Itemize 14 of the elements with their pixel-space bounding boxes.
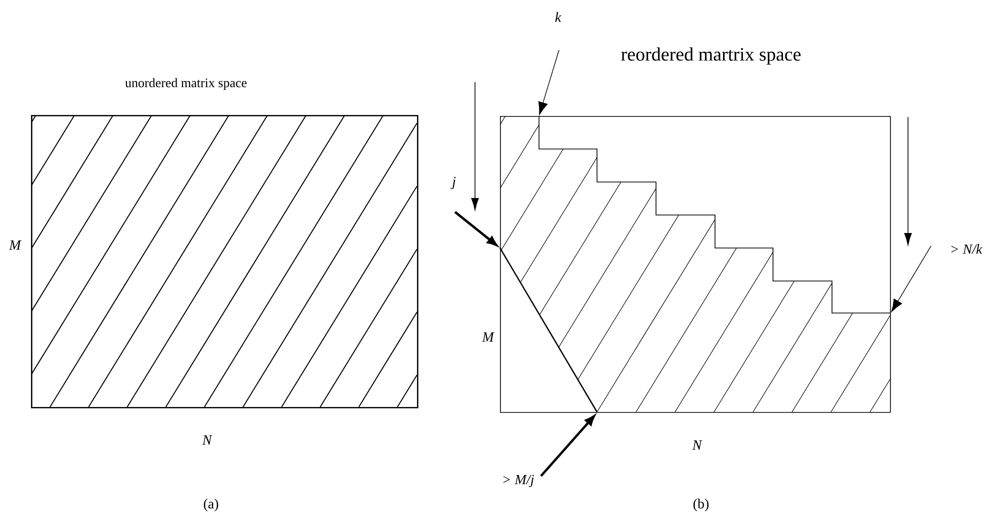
leader-arrow <box>891 246 932 312</box>
leader-label: > M/j <box>503 474 534 488</box>
leader-arrow <box>538 50 560 115</box>
matrix-title: reordered martrix space <box>621 47 801 65</box>
matrix-title: unordered matrix space <box>125 78 247 90</box>
panel-label: (a) <box>204 498 218 512</box>
leader-arrow <box>454 211 498 246</box>
leader-arrow <box>540 415 595 477</box>
panel-label: (b) <box>693 498 709 512</box>
leader-label: j <box>450 176 456 190</box>
axis-label: N <box>202 435 212 445</box>
leader-label: > N/k <box>951 244 982 254</box>
axis-label: N <box>692 440 702 450</box>
leader-label: k <box>555 12 562 22</box>
